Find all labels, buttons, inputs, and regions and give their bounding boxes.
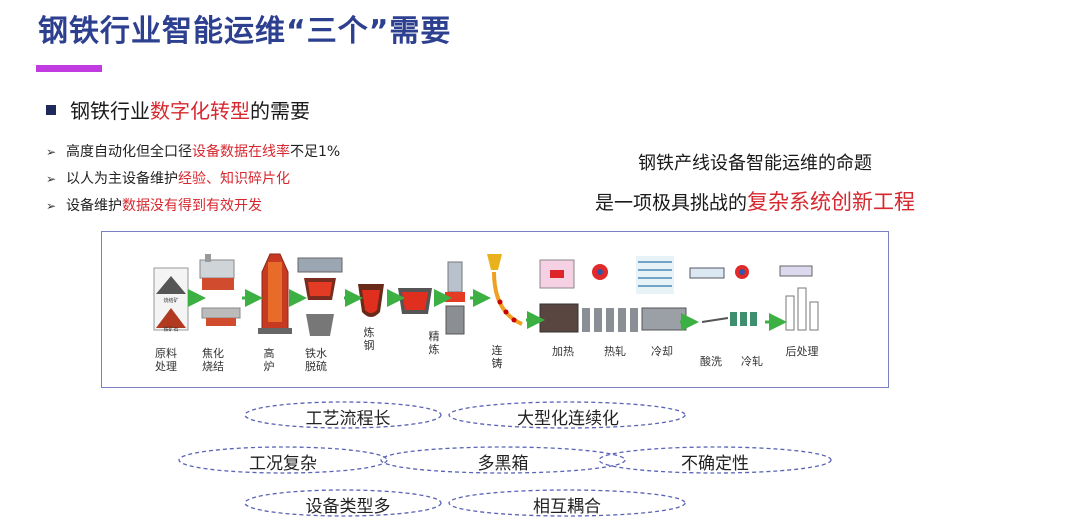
stage-label: 铁水脱硫 [305,347,327,373]
square-bullet-icon [46,105,56,115]
bullet-item: ➢以人为主设备维护经验、知识碎片化 [46,171,290,187]
tag-large-continuous: 大型化连续化 [517,409,619,429]
ellipse-3 [178,446,388,474]
stage-label: 高炉 [263,347,275,373]
section-highlight: 数字化转型 [150,99,250,123]
cold-rolling-mill-icon [730,265,757,326]
tag-long-process: 工艺流程长 [305,409,391,429]
stage-label: 加热 [552,345,574,358]
stage-label: 热轧 [604,345,626,358]
stage-label: 原料处理 [155,347,177,373]
arrow-bullet-icon: ➢ [46,145,57,159]
continuous-casting-icon [487,254,523,326]
raw-material-icon: 烧结矿 铁矿石 [153,267,189,333]
ellipse-7 [448,489,686,517]
process-flow-graphics: 烧结矿 铁矿石 [153,253,819,336]
section-suffix: 的需要 [250,99,310,123]
stage-label: 冷轧 [741,355,763,368]
cooling-section-icon [636,256,687,331]
process-flow-diagram: 烧结矿 铁矿石 [101,231,889,388]
claim-line-2: 是一项极具挑战的复杂系统创新工程 [594,190,915,214]
arrow-bullet-icon: ➢ [46,199,57,213]
bullet-item: ➢设备维护数据没有得到有效开发 [46,198,262,214]
stage-label: 后处理 [785,345,819,358]
ore-label-bottom: 铁矿石 [163,326,178,333]
stage-label: 精炼 [428,330,440,356]
claim-line-1: 钢铁产线设备智能运维的命题 [638,153,872,174]
ellipse-5 [598,446,832,474]
tag-complex-conditions: 工况复杂 [249,454,317,474]
refining-unit-icon [445,261,465,335]
converter-icon [358,284,384,317]
bullet-item: ➢高度自动化但全口径设备数据在线率不足1% [46,144,341,160]
tag-uncertainty: 不确定性 [681,454,749,474]
tag-coupling: 相互耦合 [533,497,601,517]
hot-rolling-mill-icon [582,264,638,332]
section-heading: 钢铁行业数字化转型的需要 [46,95,310,124]
blast-furnace-icon [258,253,292,334]
stage-label: 焦化烧结 [202,347,224,373]
ellipse-4 [380,446,626,474]
ellipse-2 [448,401,686,429]
pickling-line-icon [689,267,729,323]
page-title: 钢铁行业智能运维“三个”需要 [38,14,452,49]
desulfurization-icon [297,257,343,336]
stage-label: 酸洗 [700,355,722,368]
section-prefix: 钢铁行业 [70,99,150,123]
title-accent-bar [36,65,102,72]
stage-label: 冷却 [651,345,673,358]
coking-sintering-icon [199,254,241,326]
arrow-bullet-icon: ➢ [46,172,57,186]
claim-highlight: 复杂系统创新工程 [747,190,915,214]
ore-label-top: 烧结矿 [163,297,178,304]
ellipse-6 [244,489,442,517]
reheating-furnace-icon [539,259,579,333]
stage-label: 炼钢 [363,326,375,352]
stage-label: 连铸 [491,344,503,370]
tag-black-boxes: 多黑箱 [477,454,529,474]
tag-equipment-types: 设备类型多 [305,497,391,517]
ladle-icon [398,288,432,314]
ellipse-1 [244,401,442,429]
bullet-list: ➢高度自动化但全口径设备数据在线率不足1% ➢以人为主设备维护经验、知识碎片化 … [46,141,340,222]
flow-arrows [188,289,787,331]
